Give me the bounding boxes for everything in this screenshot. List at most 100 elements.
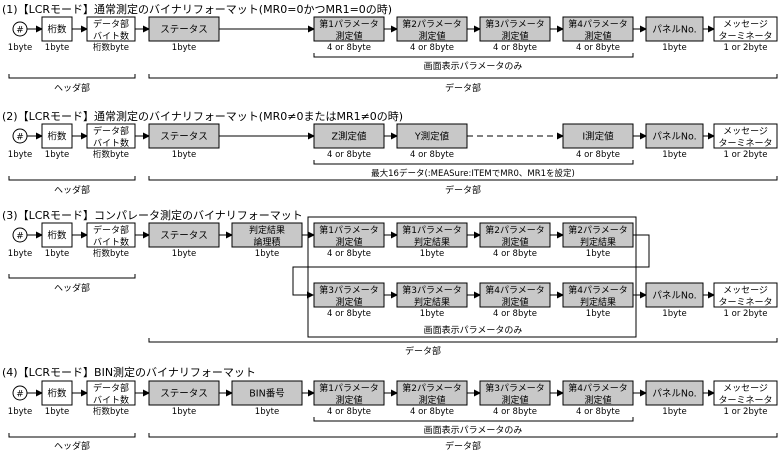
section-4-header-label: ヘッダ部: [54, 440, 90, 452]
section-3-box-1-label-2: バイト数: [93, 236, 129, 248]
section-3-box-8-label-2: 測定値: [335, 296, 362, 308]
section-3-wrap-connector: [292, 234, 650, 299]
section-4-box-9-size: 1 or 2byte: [724, 407, 768, 417]
section-3-box-3-size: 1byte: [255, 249, 279, 259]
section-4-box-7-label-1: 第4パラメータ: [568, 382, 627, 394]
section-2-box-5: [562, 123, 634, 149]
section-3-data-label: データ部: [405, 345, 441, 357]
section-3-box-11-label-2: 判定結果: [580, 296, 616, 308]
section-4-box-0-size: 1byte: [45, 407, 69, 417]
section-2-box-6-size: 1byte: [662, 150, 686, 160]
section-4-box-7: [562, 380, 634, 406]
section-3-header-bracket: [8, 274, 136, 279]
section-1-box-4-size: 4 or 8byte: [410, 43, 454, 53]
section-1-box-1: [86, 16, 136, 42]
section-1-box-5-label-1: 第3パラメータ: [485, 18, 544, 30]
section-1-box-5-size: 4 or 8byte: [493, 43, 537, 53]
section-1-box-2-label: ステータス: [160, 25, 208, 36]
section-3-box-1-label-1: データ部: [93, 224, 129, 236]
section-3-box-4-label-1: 第1パラメータ: [319, 224, 378, 236]
section-3-title: (3)【LCRモード】コンパレータ測定のバイナリフォーマット: [2, 209, 303, 222]
section-3-data-bracket: [148, 338, 778, 343]
section-2-header-bracket: [8, 176, 136, 181]
section-3-box-0-size: 1byte: [45, 249, 69, 259]
section-4-box-9: [713, 380, 778, 406]
section-3-box-0-label: 桁数: [47, 230, 67, 242]
section-3-box-0: [41, 222, 73, 248]
section-4-box-2-label: ステータス: [160, 389, 208, 400]
section-2-box-0: [41, 123, 73, 149]
section-4-box-6: [479, 380, 551, 406]
section-2-data-label: データ部: [445, 184, 481, 196]
section-3-box-7-size: 1byte: [586, 249, 610, 259]
section-2-data-bracket: [148, 176, 778, 181]
section-4-box-2: [148, 380, 220, 406]
section-3-box-13-size: 1 or 2byte: [724, 309, 768, 319]
section-3-box-4-size: 4 or 8byte: [327, 249, 371, 259]
section-2-box-7-label-1: メッセージ: [723, 126, 768, 137]
section-4-title: (4)【LCRモード】BIN測定のバイナリフォーマット: [2, 366, 256, 379]
section-3-box-3-label-1: 判定結果: [249, 224, 285, 236]
section-1-box-6-size: 4 or 8byte: [576, 43, 620, 53]
section-1-box-8: [713, 16, 778, 42]
section-2-box-1-size: 桁数byte: [93, 149, 129, 160]
section-3-box-9: [396, 282, 468, 308]
section-3-box-8-size: 4 or 8byte: [327, 309, 371, 319]
section-1-header-label: ヘッダ部: [54, 82, 90, 94]
start-symbol-1-text: #: [16, 26, 24, 36]
section-4-box-8: [645, 380, 704, 406]
section-4-box-4-label-2: 測定値: [335, 394, 362, 406]
section-3-box-8-label-1: 第3パラメータ: [319, 284, 378, 296]
section-2-box-5-label: I測定値: [582, 131, 614, 143]
section-3-box-9-size: 1byte: [420, 309, 444, 319]
section-3-box-10-label-2: 測定値: [501, 296, 528, 308]
section-1-box-2-size: 1byte: [172, 43, 196, 53]
start-symbol-2-text: #: [16, 133, 24, 143]
section-2-box-2-label: ステータス: [160, 132, 208, 143]
section-4-header-bracket: [8, 433, 136, 438]
section-1-box-7: [645, 16, 704, 42]
section-1-box-6-label-1: 第4パラメータ: [568, 18, 627, 30]
section-1-box-4-label-1: 第2パラメータ: [402, 18, 461, 30]
section-2-box-3: [313, 123, 385, 149]
section-4-box-1-size: 桁数byte: [93, 406, 129, 417]
section-4-box-9-label-1: メッセージ: [723, 383, 768, 394]
section-3-box-2: [148, 222, 220, 248]
section-1-data-label: データ部: [445, 82, 481, 94]
section-3-box-12-label: パネルNo.: [652, 291, 696, 302]
section-1-box-4-label-2: 測定値: [418, 30, 445, 42]
section-4-box-4-size: 4 or 8byte: [327, 407, 371, 417]
section-1-display-bracket: [313, 53, 634, 58]
section-4-box-2-size: 1byte: [172, 407, 196, 417]
section-2-box-3-label: Z測定値: [331, 131, 367, 143]
section-2-box-7-label-2: ターミネータ: [718, 138, 772, 149]
section-3-box-3-label-2: 論理積: [253, 236, 280, 248]
section-3-box-6-size: 4 or 8byte: [493, 249, 537, 259]
section-2-header-label: ヘッダ部: [54, 184, 90, 196]
section-1-box-3-label-1: 第1パラメータ: [319, 18, 378, 30]
section-4-box-4: [313, 380, 385, 406]
section-2-box-6: [645, 123, 704, 149]
section-1-box-1-label-1: データ部: [93, 18, 129, 30]
section-4-box-7-label-2: 測定値: [584, 394, 611, 406]
section-4-display-bracket: [313, 417, 634, 422]
section-4-box-9-label-2: ターミネータ: [718, 395, 772, 406]
section-2-max-note: 最大16データ(:MEASure:ITEMでMR0、MR1を設定): [371, 168, 575, 179]
section-1-box-0: [41, 16, 73, 42]
section-3-box-9-label-1: 第3パラメータ: [402, 284, 461, 296]
section-3-box-11: [562, 282, 634, 308]
section-4-box-6-size: 4 or 8byte: [493, 407, 537, 417]
section-1-data-bracket: [148, 74, 778, 79]
section-3-box-4: [313, 222, 385, 248]
section-2-max-bracket: [313, 160, 634, 165]
section-1-box-0-size: 1byte: [45, 43, 69, 53]
section-3-box-13: [713, 282, 778, 308]
start-symbol-4-text: #: [16, 390, 24, 400]
section-1-box-8-label-2: ターミネータ: [718, 31, 772, 42]
section-1-box-7-size: 1byte: [662, 43, 686, 53]
section-2-box-4-label: Y測定値: [414, 131, 450, 143]
section-1-display-label: 画面表示パラメータのみ: [424, 60, 523, 72]
section-4-data-bracket: [148, 433, 778, 438]
section-3-box-5: [396, 222, 468, 248]
section-3-box-3: [231, 222, 303, 248]
